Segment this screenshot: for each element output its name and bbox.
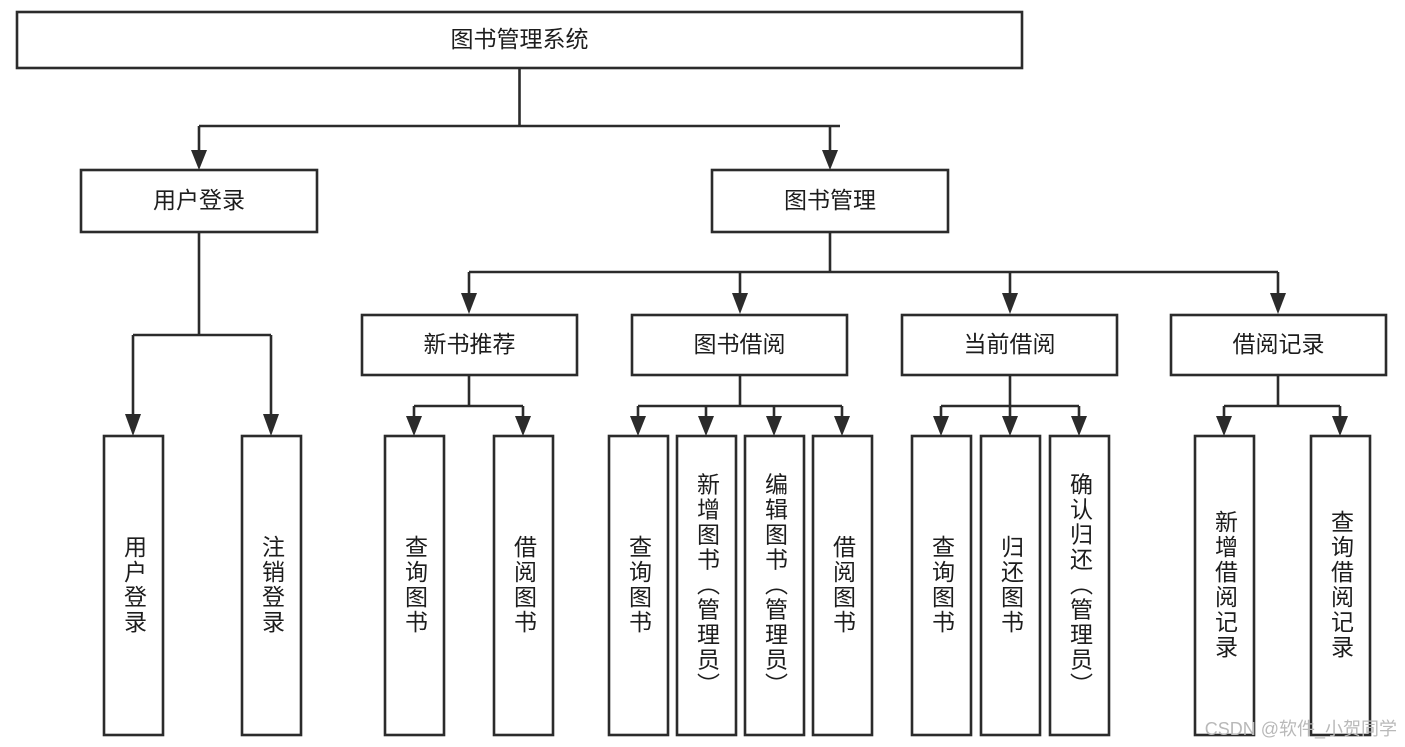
leaf-box-borrow-book-recommend[interactable] — [492, 434, 555, 737]
connector-group-root — [191, 68, 840, 170]
connector-group-book-mgmt — [461, 232, 1286, 314]
arrow-head-leaf-add-record — [1216, 416, 1232, 436]
watermark-text: CSDN @软件_小贺同学 — [1204, 719, 1397, 739]
arrow-head-borrow-record — [1270, 293, 1286, 314]
connector-group-borrow-record — [1216, 375, 1348, 436]
leaf-box-query-book-borrow[interactable] — [607, 434, 670, 737]
arrow-head-leaf-query-book-3 — [933, 416, 949, 436]
arrow-head-leaf-confirm-return — [1071, 416, 1087, 436]
arrow-head-leaf-user-login — [125, 414, 141, 436]
arrow-head-leaf-query-record — [1332, 416, 1348, 436]
leaf-box-query-book-recommend[interactable] — [383, 434, 446, 737]
arrow-head-leaf-borrow-book-1 — [515, 416, 531, 436]
node-borrow-record-label: 借阅记录 — [1233, 331, 1325, 357]
arrow-head-leaf-return-book — [1002, 416, 1018, 436]
node-root-box[interactable] — [15, 10, 1024, 70]
node-book-management-label: 图书管理 — [784, 187, 876, 213]
arrow-head-current-borrow — [1002, 293, 1018, 314]
connector-group-user-login — [125, 232, 279, 436]
node-new-book-recommend[interactable]: 新书推荐 — [360, 313, 579, 377]
node-book-borrow-box[interactable] — [630, 313, 849, 377]
arrow-head-leaf-logout — [263, 414, 279, 436]
node-current-borrow-label: 当前借阅 — [964, 331, 1056, 357]
connector-group-new-book — [406, 375, 531, 436]
leaf-box-confirm-return[interactable] — [1048, 434, 1111, 737]
node-book-management-box[interactable] — [710, 168, 950, 234]
node-book-management[interactable]: 图书管理 — [710, 168, 950, 234]
node-current-borrow[interactable]: 当前借阅 — [900, 313, 1119, 377]
arrow-head-new-book — [461, 293, 477, 314]
arrow-head-leaf-borrow-book-2 — [834, 416, 850, 436]
leaf-box-borrow-book[interactable] — [811, 434, 874, 737]
arrow-head-book-borrow — [732, 293, 748, 314]
arrow-head-leaf-query-book-2 — [630, 416, 646, 436]
leaf-box-add-borrow-record[interactable] — [1193, 434, 1256, 737]
node-user-login-label: 用户登录 — [153, 187, 245, 213]
leaf-box-return-book[interactable] — [979, 434, 1042, 737]
leaf-box-user-login[interactable] — [102, 434, 165, 737]
node-root-label: 图书管理系统 — [451, 26, 589, 52]
node-root[interactable]: 图书管理系统 — [15, 10, 1024, 70]
node-current-borrow-box[interactable] — [900, 313, 1119, 377]
leaf-box-logout[interactable] — [240, 434, 303, 737]
arrow-head-leaf-query-book-1 — [406, 416, 422, 436]
arrow-head-leaf-add-book — [698, 416, 714, 436]
leaf-box-query-book-current[interactable] — [910, 434, 973, 737]
node-borrow-record[interactable]: 借阅记录 — [1169, 313, 1388, 377]
connector-group-current-borrow — [933, 375, 1087, 436]
node-borrow-record-box[interactable] — [1169, 313, 1388, 377]
leaf-box-add-book[interactable] — [675, 434, 738, 737]
node-user-login-box[interactable] — [79, 168, 319, 234]
leaf-box-edit-book[interactable] — [743, 434, 806, 737]
node-user-login[interactable]: 用户登录 — [79, 168, 319, 234]
arrow-head-user-login — [191, 150, 207, 170]
arrow-head-leaf-edit-book — [766, 416, 782, 436]
node-book-borrow-label: 图书借阅 — [694, 331, 786, 357]
arrow-head-book-mgmt — [822, 150, 838, 170]
connector-group-book-borrow — [630, 375, 850, 436]
leaf-box-query-borrow-record[interactable] — [1309, 434, 1372, 737]
node-new-book-recommend-label: 新书推荐 — [424, 331, 516, 357]
node-book-borrow[interactable]: 图书借阅 — [630, 313, 849, 377]
node-new-book-recommend-box[interactable] — [360, 313, 579, 377]
